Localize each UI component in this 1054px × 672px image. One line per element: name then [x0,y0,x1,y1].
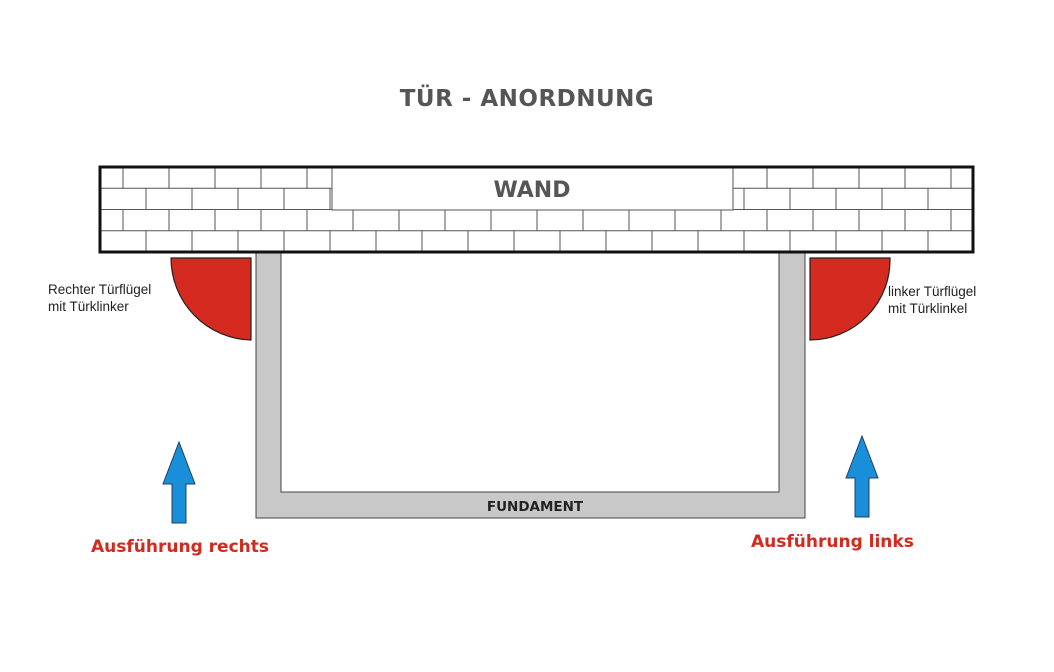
right-door-leaf [170,257,252,341]
arrow-up-icon [845,434,879,518]
right-door-caption-line1: Rechter Türflügel [48,282,152,297]
variant-right-label: Ausführung rechts [91,537,269,557]
right-door-caption: Rechter Türflügel mit Türklinker [48,281,151,315]
foundation-label: FUNDAMENT [487,499,584,515]
left-door-leaf [809,257,891,341]
foundation [255,251,806,519]
wall-label: WAND [494,178,571,203]
arrow-up-icon [162,440,196,524]
wand-panel [331,166,734,211]
left-door-caption-line2: mit Türklinkel [888,301,968,316]
wall [98,165,975,254]
variant-left-label: Ausführung links [751,532,914,552]
diagram-title: TÜR - ANORDNUNG [399,86,655,112]
right-door-caption-line2: mit Türklinker [48,299,129,314]
left-door-caption-line1: linker Türflügel [888,284,977,299]
left-door-caption: linker Türflügel mit Türklinkel [888,283,976,317]
